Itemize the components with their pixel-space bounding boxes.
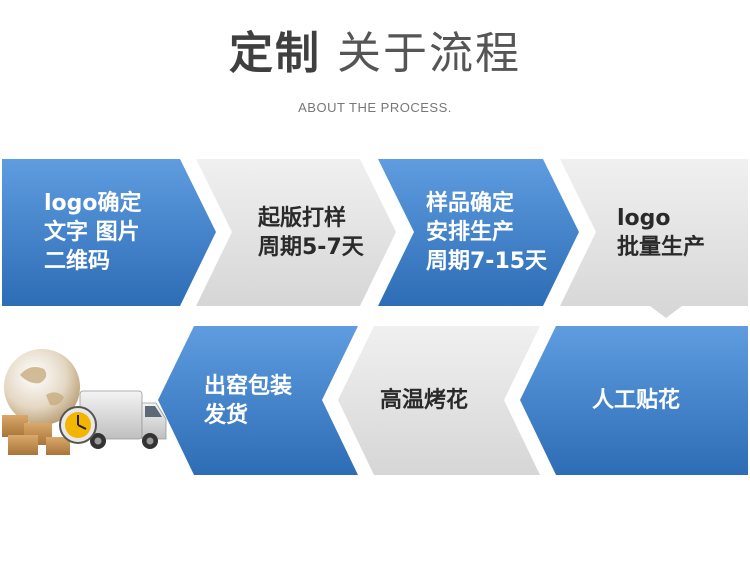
- title-light: 关于流程: [337, 28, 521, 79]
- step-1-text: logo确定 文字 图片 二维码: [44, 191, 142, 274]
- step-7-text: 出窑包装 发货: [204, 373, 293, 428]
- step-4-chevron: [560, 159, 748, 318]
- step-2-text: 起版打样 周期5-7天: [258, 205, 364, 260]
- step-3-text: 样品确定 安排生产 周期7-15天: [426, 191, 548, 274]
- title-bold: 定制: [229, 28, 321, 79]
- step-5-text: 人工贴花: [592, 388, 681, 413]
- step-6-text: 高温烤花: [380, 388, 469, 413]
- step-2-chevron: [196, 159, 396, 306]
- step-5-chevron: [520, 326, 748, 475]
- shipping-illustration: [2, 349, 167, 455]
- step-1-chevron: [2, 159, 216, 306]
- step-7-chevron: [158, 326, 358, 475]
- page-subtitle: ABOUT THE PROCESS.: [298, 100, 452, 115]
- clock-icon: [59, 406, 97, 444]
- page-title: 定制关于流程: [0, 26, 750, 82]
- step-3-chevron: [378, 159, 579, 306]
- globe-icon: [4, 349, 80, 425]
- boxes-icon: [2, 415, 70, 455]
- step-6-chevron: [338, 326, 540, 475]
- step-4-text: logo 批量生产: [617, 205, 706, 260]
